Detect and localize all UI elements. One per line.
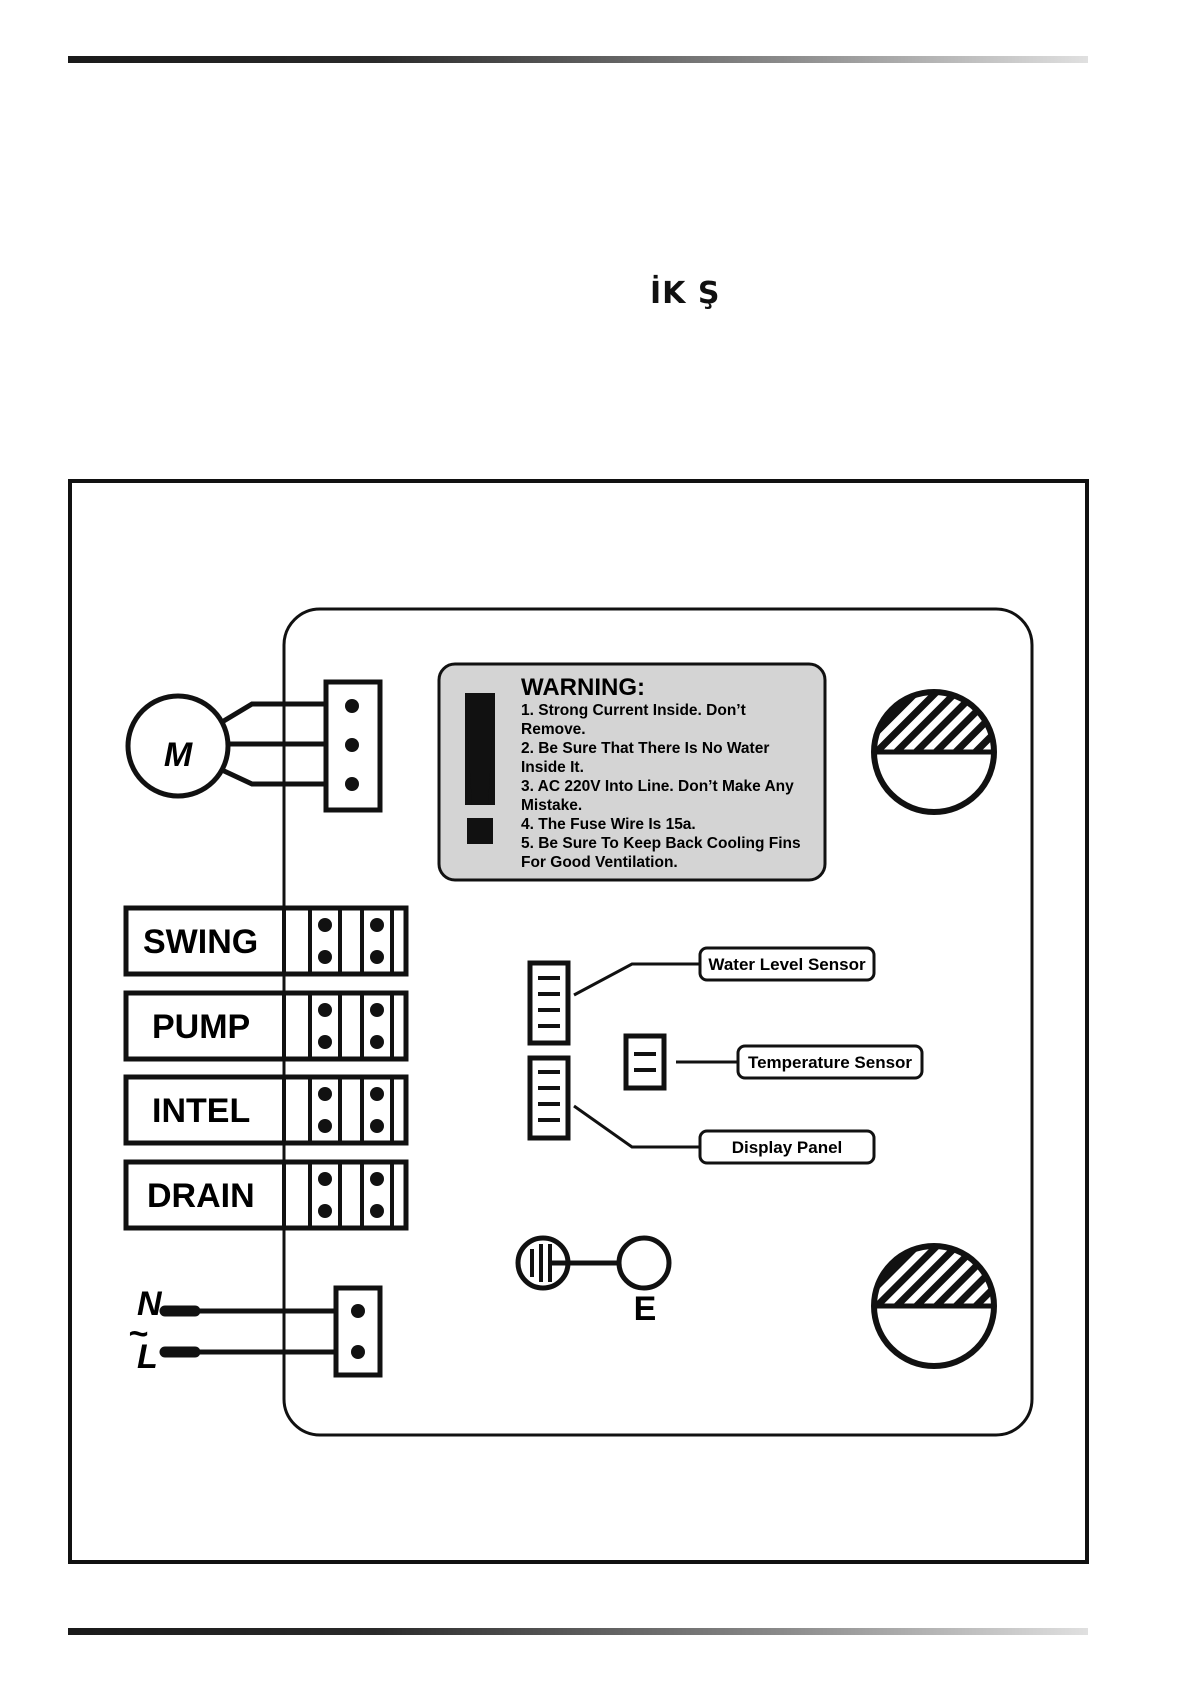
display-panel-label: Display Panel	[698, 1129, 876, 1165]
warning-heading: WARNING:	[521, 674, 645, 701]
top-rule	[68, 56, 1088, 63]
display-panel-connector	[527, 1055, 700, 1149]
line-label: L	[137, 1338, 158, 1376]
terminal-intel: INTEL	[123, 1074, 409, 1146]
warning-line: 5. Be Sure To Keep Back Cooling Fins	[521, 835, 801, 852]
svg-text:Water Level Sensor: Water Level Sensor	[708, 955, 866, 974]
warning-line: Remove.	[521, 721, 586, 738]
terminal-label-pump: PUMP	[152, 1008, 250, 1046]
warning-line: 2. Be Sure That There Is No Water	[521, 740, 769, 757]
svg-text:Display Panel: Display Panel	[732, 1138, 843, 1157]
warning-line: 4. The Fuse Wire Is 15a.	[521, 816, 696, 833]
svg-text:Temperature Sensor: Temperature Sensor	[748, 1053, 912, 1072]
neutral-label: N	[137, 1285, 163, 1323]
temperature-sensor-label: Temperature Sensor	[736, 1044, 924, 1080]
temperature-connector	[623, 1033, 738, 1091]
water-level-connector	[527, 960, 700, 1046]
terminal-pump: PUMP	[123, 990, 409, 1062]
power-input: N ~ L	[128, 1285, 383, 1378]
vent-bottom	[871, 1243, 997, 1369]
earth-label: E	[634, 1290, 657, 1328]
terminal-label-swing: SWING	[143, 923, 258, 961]
page-title: İK Ş	[650, 276, 721, 311]
warning-line: Mistake.	[521, 797, 582, 814]
motor-label: M	[164, 736, 193, 774]
ac-symbol: ~	[128, 1315, 148, 1353]
terminal-label-drain: DRAIN	[147, 1177, 255, 1215]
motor: M	[125, 679, 383, 813]
warning-line: Inside It.	[521, 759, 584, 776]
earth-terminal: E	[515, 1235, 672, 1328]
diagram-frame	[68, 479, 1089, 1564]
warning-line: 3. AC 220V Into Line. Don’t Make Any	[521, 778, 794, 795]
bottom-rule	[68, 1628, 1088, 1635]
vent-top	[871, 689, 997, 815]
warning-line: For Good Ventilation.	[521, 854, 678, 871]
water-level-sensor-label: Water Level Sensor	[698, 946, 876, 982]
warning-label: WARNING: 1. Strong Current Inside. Don’t…	[437, 662, 827, 882]
terminal-drain: DRAIN	[123, 1159, 409, 1231]
warning-line: 1. Strong Current Inside. Don’t	[521, 702, 746, 719]
power-connector	[333, 1285, 383, 1378]
terminal-label-intel: INTEL	[152, 1092, 250, 1130]
terminal-swing: SWING	[123, 905, 409, 977]
